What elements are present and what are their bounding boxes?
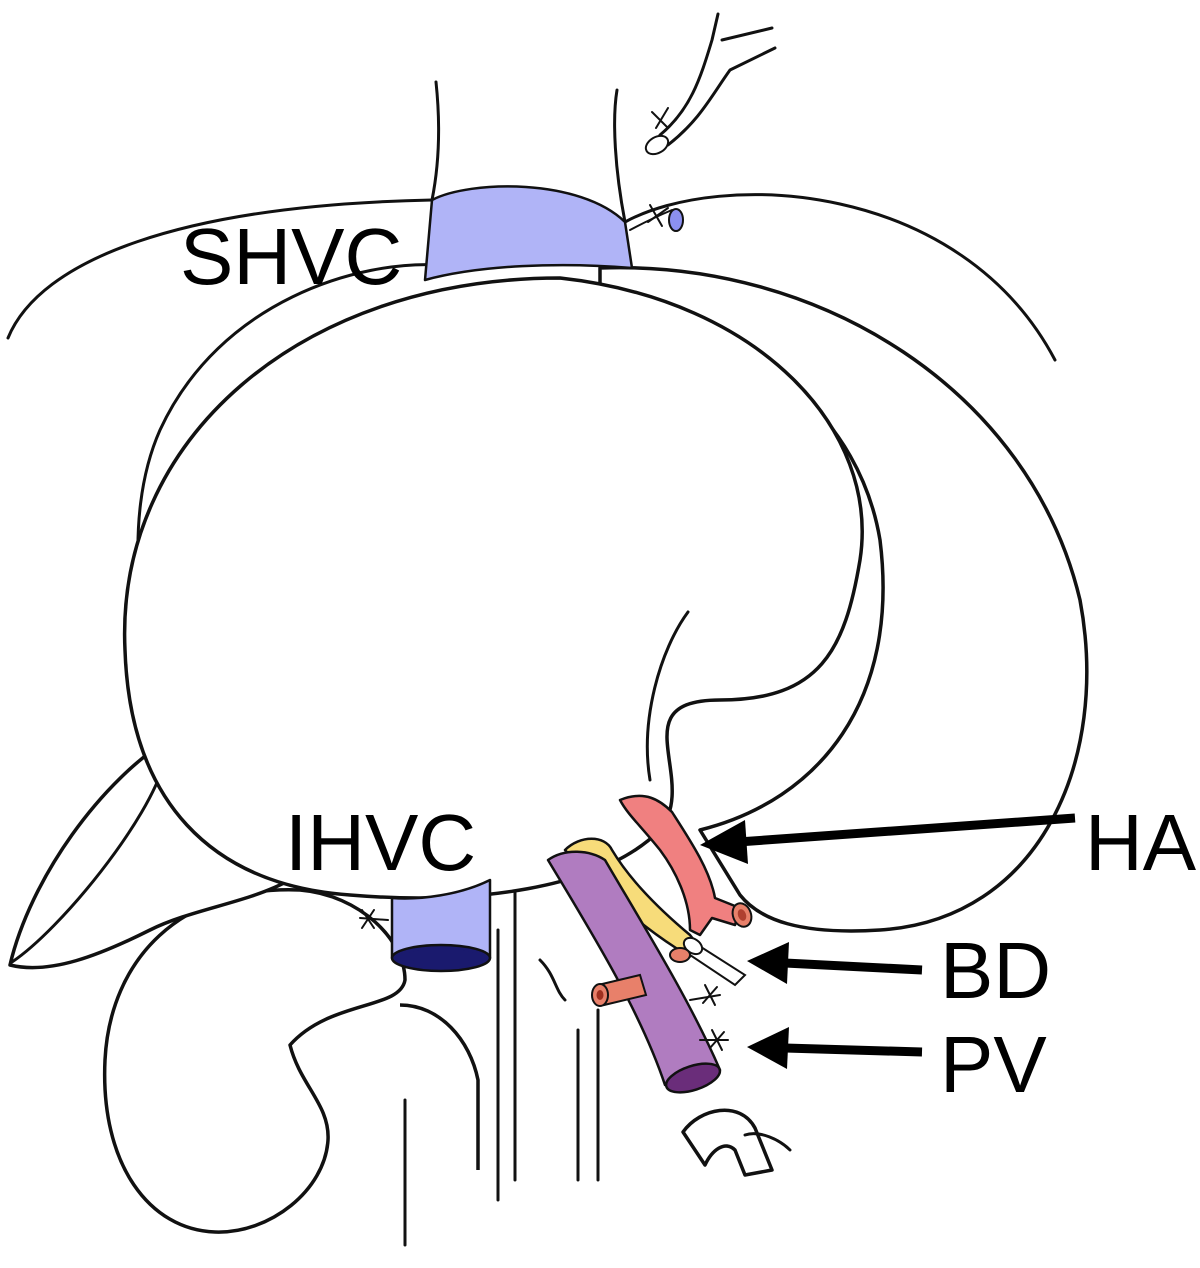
shvc-vessel bbox=[425, 186, 683, 280]
label-pv: PV bbox=[940, 1020, 1047, 1109]
label-ha: HA bbox=[1085, 798, 1197, 887]
arrow-pv bbox=[747, 1027, 922, 1069]
ligated-branch-top bbox=[643, 14, 775, 158]
label-bd: BD bbox=[940, 926, 1051, 1015]
duodenum-stump bbox=[683, 1110, 772, 1175]
liver-main-lobe bbox=[125, 278, 863, 898]
label-ihvc: IHVC bbox=[285, 798, 476, 887]
arrow-bd bbox=[747, 942, 922, 984]
label-shvc: SHVC bbox=[180, 212, 402, 301]
kidney bbox=[105, 890, 405, 1232]
